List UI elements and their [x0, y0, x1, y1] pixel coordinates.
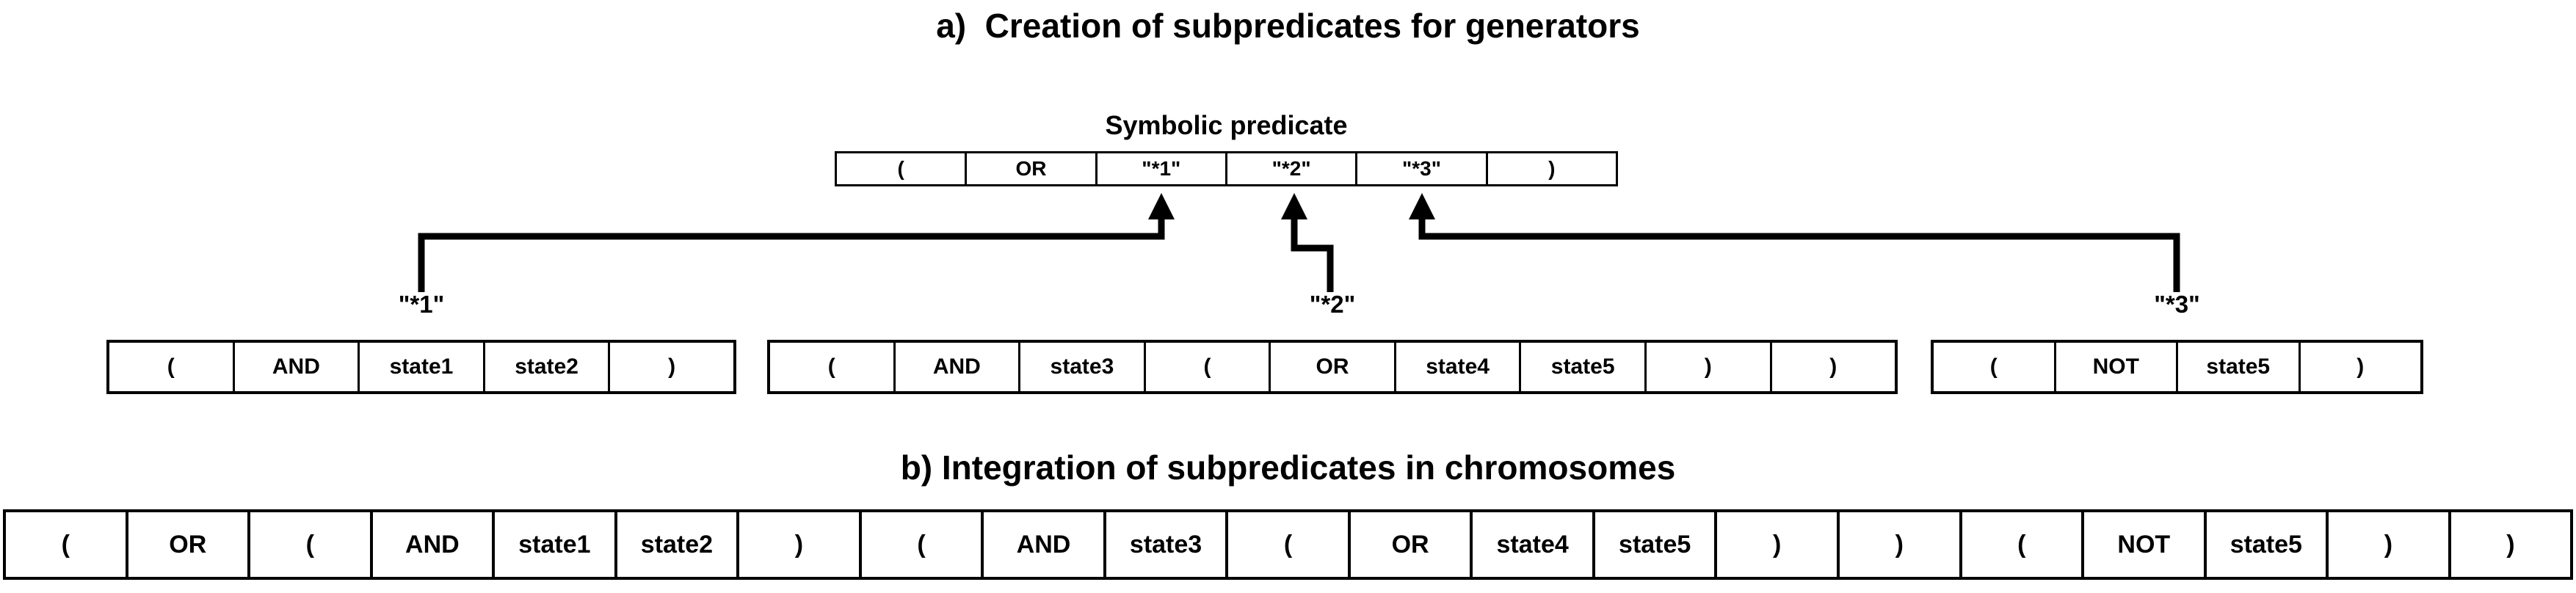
subpredicate-cell: )	[2298, 343, 2421, 391]
subpredicate-cell: state5	[2176, 343, 2299, 391]
chromosome-cell: OR	[125, 512, 248, 577]
symbolic-predicate-label: Symbolic predicate	[1105, 110, 1348, 140]
subpredicate-cell: (	[1143, 343, 1269, 391]
chromosome-cell: OR	[1347, 512, 1470, 577]
arrow-to-subpredicate-2	[1281, 193, 1334, 292]
subpredicate-cell: (	[1989, 354, 1998, 379]
chromosome-cell: state5	[1592, 512, 1715, 577]
subpredicate-cell: OR	[1269, 343, 1394, 391]
subpredicate-cell: AND	[893, 343, 1019, 391]
chromosome-cell: NOT	[2081, 512, 2204, 577]
subpredicate-cell: AND	[232, 343, 358, 391]
arrow-to-subpredicate-1	[418, 193, 1175, 292]
subpredicate-cell: (	[827, 354, 835, 379]
symbolic-predicate-cell: "*3"	[1355, 153, 1485, 184]
chromosome-cell: state4	[1470, 512, 1592, 577]
chromosome-cell: )	[2448, 512, 2571, 577]
chromosome-cell: (	[858, 512, 982, 577]
arrow-to-subpredicate-3	[1409, 193, 2180, 292]
symbolic-predicate-cell: OR	[965, 153, 1095, 184]
subpredicate-cell: )	[1769, 343, 1895, 391]
subpredicate-cell: state5	[1519, 343, 1644, 391]
symbolic-predicate-table: ( OR"*1""*2""*3")	[835, 151, 1618, 186]
chromosome-cell: state2	[614, 512, 737, 577]
subpredicate-cell: state3	[1018, 343, 1144, 391]
subpredicate-cell: )	[608, 343, 733, 391]
chromosome-cell: (	[1959, 512, 2082, 577]
subpredicate-1-label: "*1"	[398, 291, 445, 318]
symbolic-predicate-cell: (	[897, 157, 904, 180]
chromosome-cell: AND	[369, 512, 493, 577]
chromosome-cell: )	[2326, 512, 2448, 577]
symbolic-predicate-cell: )	[1485, 153, 1616, 184]
chromosome-cell: (	[247, 512, 370, 577]
subpredicate-cell: (	[167, 354, 175, 379]
symbolic-predicate-cell: "*2"	[1224, 153, 1355, 184]
section-a-title: a) Creation of subpredicates for generat…	[936, 7, 1640, 45]
subpredicate-2-label: "*2"	[1309, 291, 1356, 318]
symbolic-predicate-cell: "*1"	[1095, 153, 1225, 184]
subpredicate-cell: state1	[358, 343, 483, 391]
chromosome-cell: state1	[492, 512, 614, 577]
subpredicate-3-label: "*3"	[2154, 291, 2200, 318]
chromosome-cell: state5	[2203, 512, 2326, 577]
chromosome-cell: state3	[1103, 512, 1226, 577]
section-b-title: b) Integration of subpredicates in chrom…	[900, 448, 1676, 487]
subpredicate-cell: state4	[1393, 343, 1520, 391]
chromosome-cell: )	[1714, 512, 1837, 577]
chromosome-cell: (	[61, 530, 70, 559]
subpredicate-cell: )	[1644, 343, 1770, 391]
subpredicate-cell: state2	[482, 343, 609, 391]
chromosome-cell: AND	[981, 512, 1103, 577]
chromosome-cell: (	[1225, 512, 1348, 577]
chromosome-cell: )	[736, 512, 859, 577]
chromosome-cell: )	[1836, 512, 1959, 577]
subpredicate-cell: NOT	[2053, 343, 2177, 391]
